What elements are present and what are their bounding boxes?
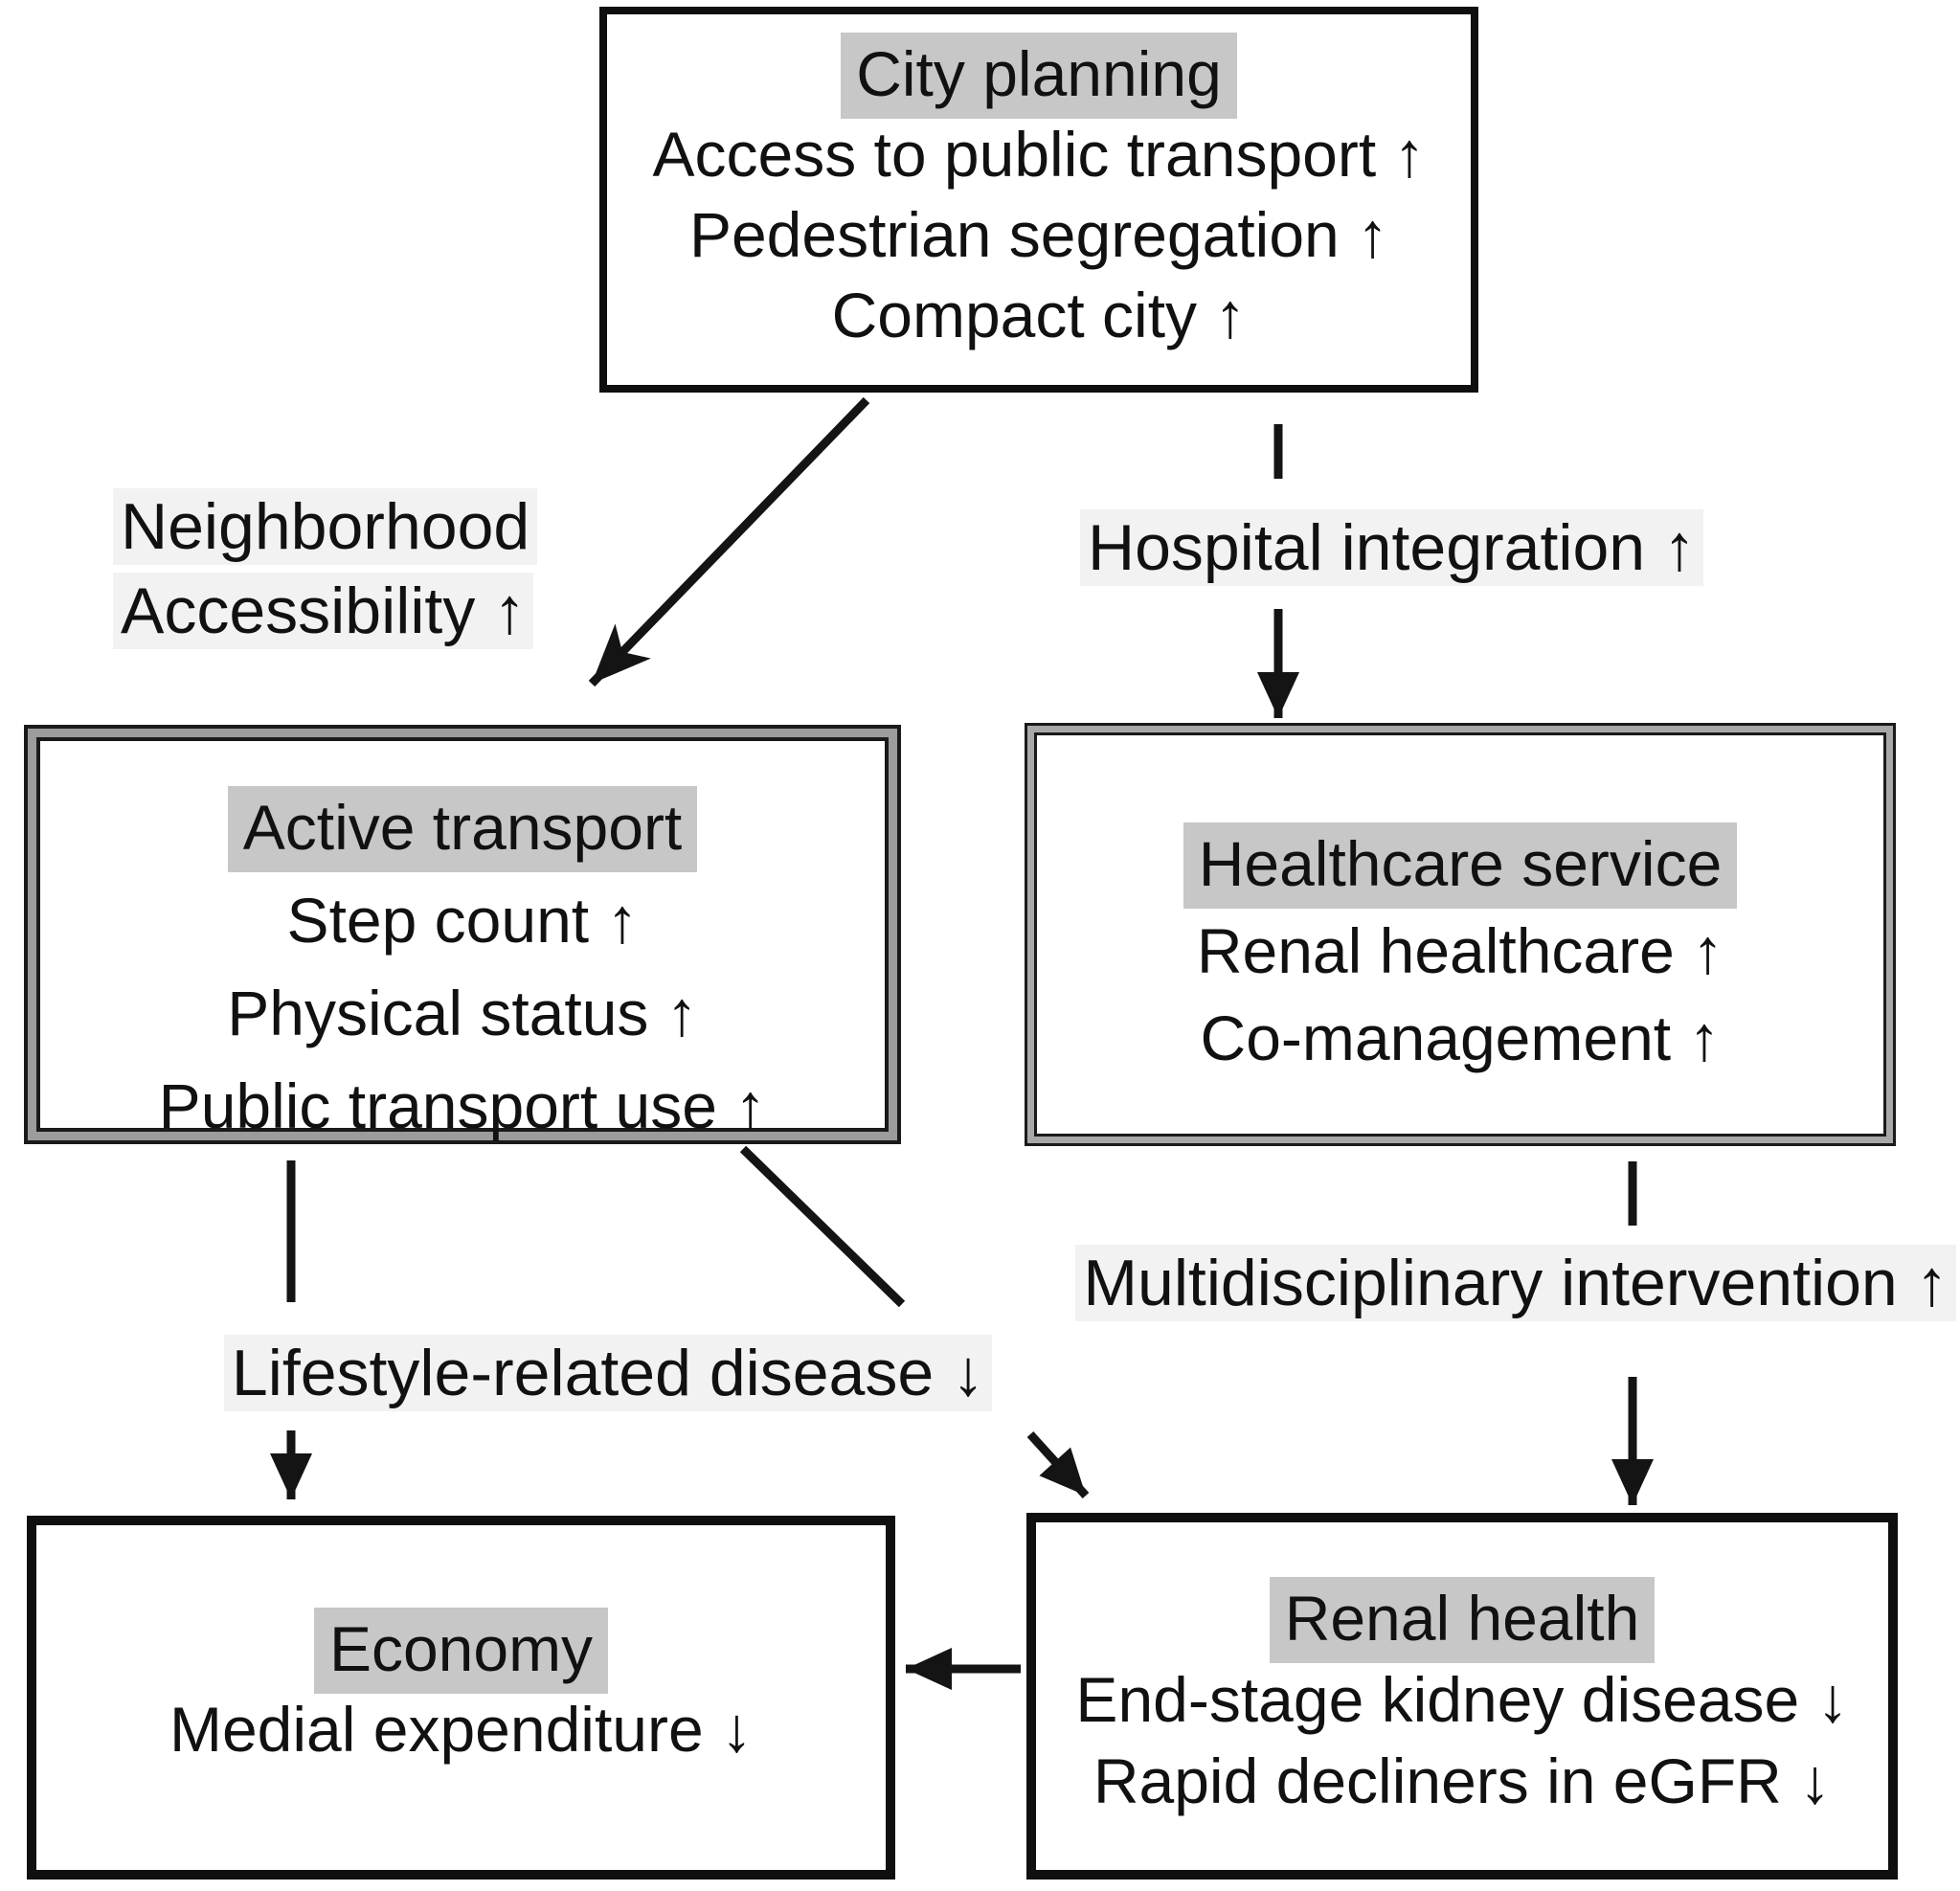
healthcare-service-title: Healthcare service	[1183, 822, 1738, 909]
active-transport-title: Active transport	[227, 786, 698, 872]
city-planning-title: City planning	[841, 33, 1237, 119]
renal-health-item-1: End-stage kidney disease ↓	[1075, 1664, 1849, 1735]
economy-item-1: Medial expenditure ↓	[169, 1694, 754, 1765]
active-transport-item-1: Step count ↑	[286, 885, 639, 956]
lifestyle-disease-label: Lifestyle-related disease ↓	[220, 1331, 996, 1415]
city-planning-item-3: Compact city ↑	[831, 280, 1247, 350]
economy-box: Economy Medial expenditure ↓	[27, 1516, 895, 1880]
arrow-city-to-active-transport	[588, 396, 870, 687]
active-transport-title-line: Active transport	[28, 781, 897, 874]
neighborhood-accessibility-line1: Neighborhood	[113, 484, 538, 569]
healthcare-service-box: Healthcare service Renal healthcare ↑ Co…	[1025, 723, 1896, 1146]
neighborhood-accessibility-line2: Accessibility ↑	[113, 569, 537, 653]
active-transport-box: Active transport Step count ↑ Physical s…	[24, 725, 901, 1144]
healthcare-service-item-2: Co-management ↑	[1200, 1002, 1721, 1073]
city-planning-box: City planning Access to public transport…	[599, 7, 1478, 393]
city-planning-title-line: City planning	[607, 33, 1471, 119]
arrow-active-to-renal-upper	[739, 1145, 906, 1308]
active-transport-item-3: Public transport use ↑	[158, 1070, 767, 1141]
renal-health-box: Renal health End-stage kidney disease ↓ …	[1026, 1513, 1898, 1880]
city-planning-item-2: Pedestrian segregation ↑	[688, 199, 1389, 270]
city-planning-item-1: Access to public transport ↑	[652, 119, 1426, 190]
renal-health-item-2: Rapid decliners in eGFR ↓	[1093, 1745, 1832, 1816]
renal-health-title: Renal health	[1269, 1577, 1656, 1663]
neighborhood-accessibility-label: Neighborhood Accessibility ↑	[113, 484, 538, 653]
active-transport-item-2: Physical status ↑	[227, 978, 698, 1048]
hospital-integration-label: Hospital integration ↑	[1080, 506, 1704, 590]
multidisciplinary-intervention-label: Multidisciplinary intervention ↑	[1070, 1241, 1960, 1325]
arrow-active-to-renal-lower	[1026, 1430, 1090, 1499]
economy-title: Economy	[313, 1608, 609, 1694]
healthcare-service-item-1: Renal healthcare ↑	[1196, 915, 1724, 986]
healthcare-service-title-line: Healthcare service	[1027, 821, 1893, 909]
economy-title-line: Economy	[36, 1608, 886, 1694]
renal-health-title-line: Renal health	[1036, 1577, 1888, 1663]
